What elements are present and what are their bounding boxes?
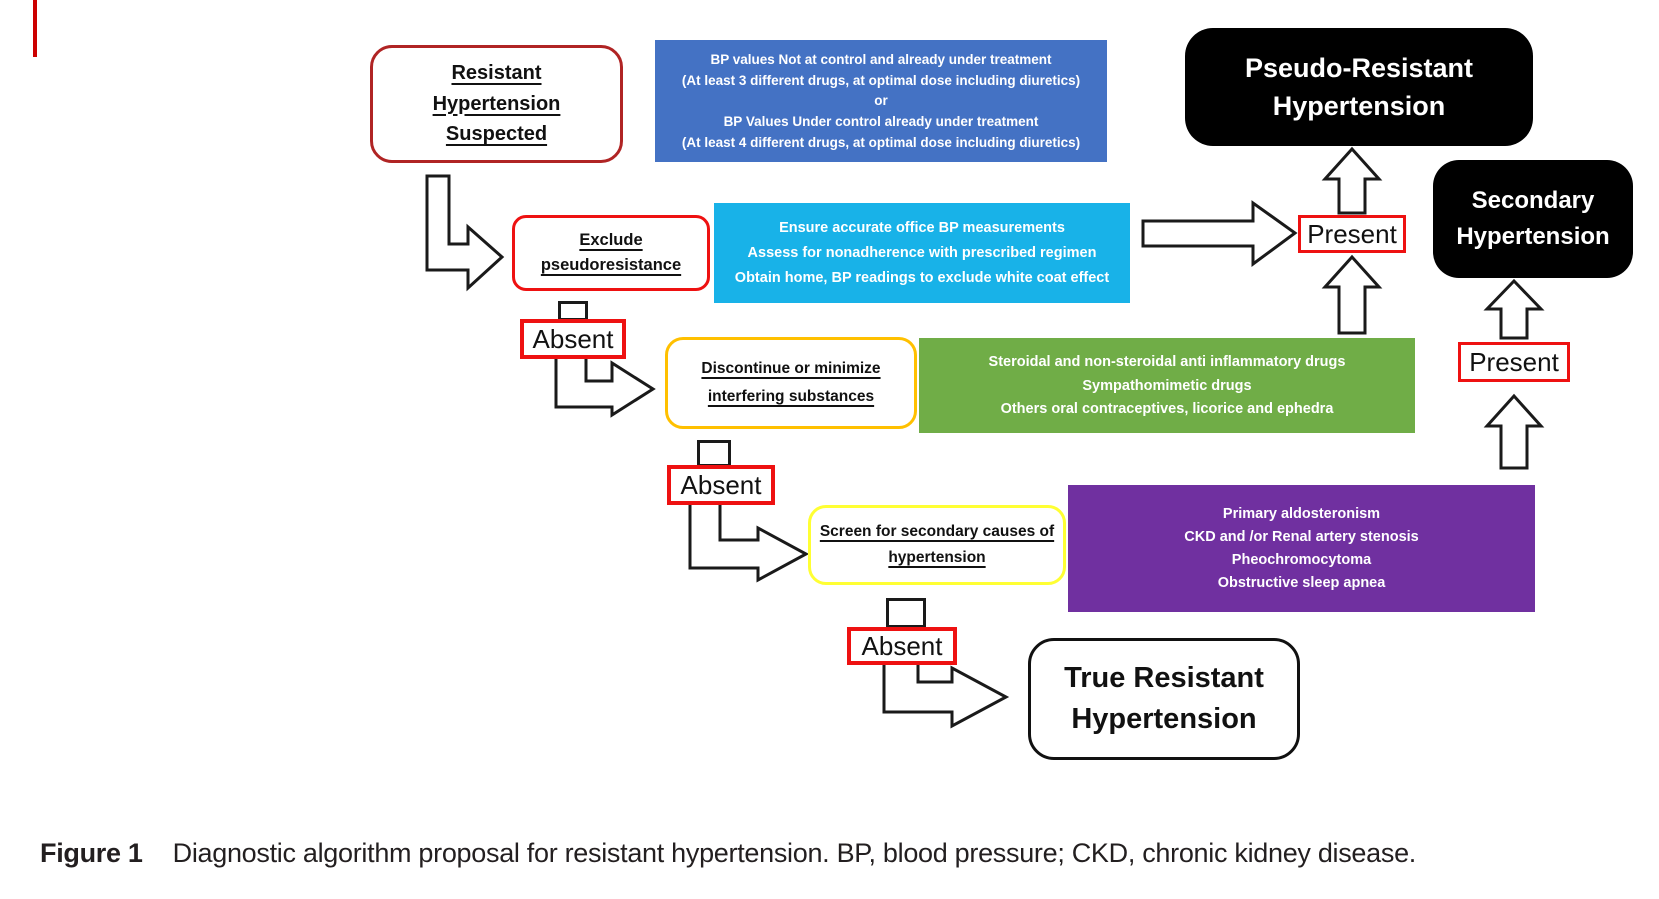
figure-caption: Figure 1 Diagnostic algorithm proposal fo… (40, 838, 1640, 869)
node-true-resistant-hypertension: True Resistant Hypertension (1028, 638, 1300, 760)
node-line: Discontinue or minimize (701, 360, 881, 377)
figure-caption-text: Diagnostic algorithm proposal for resist… (172, 838, 1417, 868)
right-arrow-cyan-to-present1 (1141, 200, 1298, 267)
info-box-secondary-causes: Primary aldosteronism CKD and /or Renal … (1068, 485, 1535, 612)
node-discontinue-interfering-substances: Discontinue or minimize interfering subs… (665, 337, 917, 429)
node-secondary-hypertension: Secondary Hypertension (1433, 160, 1633, 278)
tag-absent-2: Absent (667, 465, 775, 505)
info-line: Obstructive sleep apnea (1217, 575, 1386, 591)
node-line: Hypertension (1071, 702, 1257, 735)
info-line: Steroidal and non-steroidal anti inflamm… (988, 353, 1346, 370)
node-line: Secondary (1471, 187, 1595, 214)
page-margin-rule (33, 0, 37, 57)
tag-present-2: Present (1458, 342, 1570, 382)
info-line: BP values Not at control and already und… (710, 51, 1052, 67)
node-line: Resistant (451, 61, 542, 84)
node-line: Screen for secondary causes of (819, 523, 1055, 541)
tag-present-1: Present (1298, 215, 1406, 253)
node-line: Hypertension (1456, 223, 1610, 250)
up-arrow-present1-to-pseudo (1321, 146, 1383, 215)
node-line: Exclude (579, 230, 643, 249)
info-line: BP Values Under control already under tr… (723, 114, 1039, 130)
info-line: Pheochromocytoma (1231, 552, 1372, 568)
node-line: Hypertension (1272, 91, 1446, 121)
figure-caption-label: Figure 1 (40, 838, 143, 868)
node-line: Hypertension (432, 92, 561, 115)
info-line: Primary aldosteronism (1222, 506, 1381, 522)
info-box-treatment-criteria: BP values Not at control and already und… (655, 40, 1107, 162)
node-line: interfering substances (707, 388, 875, 405)
bent-arrow-resistant-to-exclude (425, 174, 505, 292)
tag-absent-3: Absent (847, 627, 957, 665)
info-box-interfering-substances: Steroidal and non-steroidal anti inflamm… (919, 338, 1415, 433)
info-line: Assess for nonadherence with prescribed … (747, 245, 1097, 261)
node-line: True Resistant (1064, 662, 1264, 695)
info-line: CKD and /or Renal artery stenosis (1184, 529, 1419, 545)
info-line: Others oral contraceptives, licorice and… (1000, 401, 1334, 418)
info-line: Sympathomimetic drugs (1082, 377, 1252, 394)
info-line: (At least 3 different drugs, at optimal … (681, 72, 1081, 88)
bent-arrow-absent1-to-discontinue (554, 355, 656, 418)
node-line: pseudoresistance (540, 256, 682, 275)
up-arrow-to-present1 (1321, 254, 1383, 335)
info-line: Ensure accurate office BP measurements (779, 220, 1065, 236)
info-line: (At least 4 different drugs, at optimal … (681, 135, 1081, 151)
connector-exclude-absent1 (558, 301, 588, 321)
bent-arrow-absent2-to-screen (688, 501, 810, 583)
connector-screen-absent3 (886, 598, 926, 628)
bent-arrow-absent3-to-true (882, 661, 1010, 729)
info-line: or (874, 93, 888, 109)
node-screen-secondary-causes: Screen for secondary causes of hypertens… (808, 505, 1066, 585)
info-box-pseudoresistance-checks: Ensure accurate office BP measurements A… (714, 203, 1130, 303)
node-pseudo-resistant-hypertension: Pseudo-Resistant Hypertension (1185, 28, 1533, 146)
info-line: Obtain home, BP readings to exclude whit… (734, 270, 1110, 286)
connector-discontinue-absent2 (697, 440, 731, 467)
node-line: hypertension (888, 548, 986, 566)
node-resistant-hypertension-suspected: Resistant Hypertension Suspected (370, 45, 623, 163)
tag-absent-1: Absent (520, 319, 626, 359)
node-line: Suspected (445, 123, 548, 146)
node-line: Pseudo-Resistant (1244, 53, 1474, 83)
node-exclude-pseudoresistance: Exclude pseudoresistance (512, 215, 710, 291)
up-arrow-to-present2 (1483, 393, 1545, 470)
up-arrow-present2-to-secondary (1483, 278, 1545, 340)
